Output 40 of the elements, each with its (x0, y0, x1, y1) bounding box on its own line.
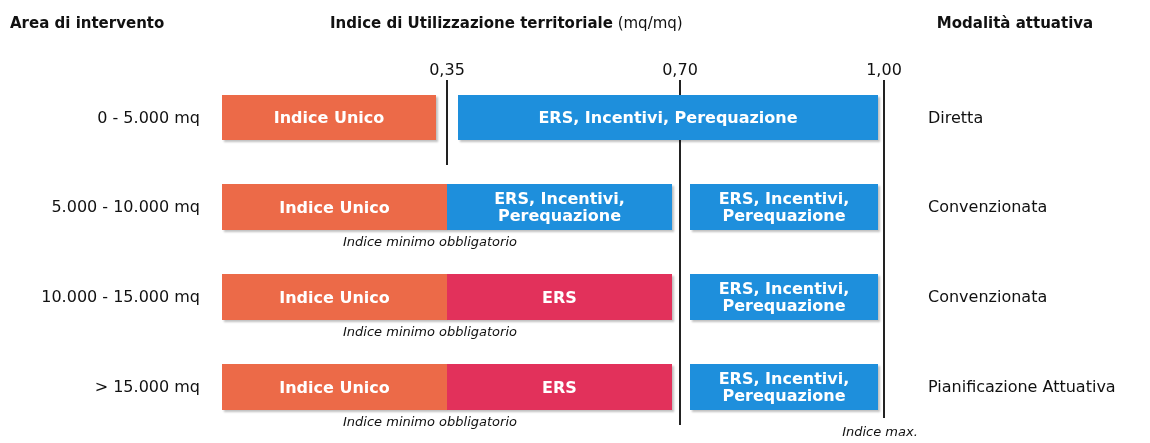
row-label: 0 - 5.000 mq (96, 108, 200, 127)
bonus-segment (690, 364, 878, 410)
segment-label: ERS, Incentivi, Perequazione (717, 280, 851, 314)
segment-label: ERS (542, 378, 577, 396)
column-header: Indice di Utilizzazione territoriale (mq/mq) (330, 14, 684, 32)
note: Indice max. (841, 424, 919, 439)
segment-label: ERS, Incentivi, Perequazione (493, 190, 626, 224)
bonus-segment (690, 184, 878, 230)
segment-label: ERS (542, 288, 577, 306)
note: Indice minimo obbligatorio (342, 414, 518, 429)
index-segment (222, 95, 436, 140)
tick-label: 1,00 (865, 60, 903, 79)
row-label: Convenzionata (928, 197, 1049, 216)
segment-label: Indice Unico (279, 288, 390, 306)
note: Indice minimo obbligatorio (342, 324, 518, 339)
note: Indice minimo obbligatorio (342, 234, 518, 249)
segment-label: ERS, Incentivi, Perequazione (717, 370, 851, 404)
row-label: > 15.000 mq (93, 377, 200, 396)
segment-label: ERS, Incentivi, Perequazione (538, 109, 798, 126)
segment-label: Indice Unico (279, 378, 390, 396)
tick-label: 0,35 (428, 60, 466, 79)
column-header: Modalità attuativa (935, 14, 1095, 32)
row-label: Diretta (928, 108, 985, 127)
index-segment (222, 364, 447, 410)
segment-label: ERS, Incentivi, Perequazione (717, 190, 851, 224)
bonus-segment (447, 184, 672, 230)
bonus-segment (458, 95, 878, 140)
tick-label: 0,70 (661, 60, 699, 79)
index-segment (222, 184, 447, 230)
row-label: Convenzionata (928, 287, 1049, 306)
index-segment (222, 274, 447, 320)
row-label: 10.000 - 15.000 mq (40, 287, 200, 306)
ers-segment (447, 274, 672, 320)
segment-label: Indice Unico (279, 198, 390, 216)
row-label: Pianificazione Attuativa (928, 377, 1117, 396)
column-header: Area di intervento (10, 14, 166, 32)
ers-segment (447, 364, 672, 410)
row-label: 5.000 - 10.000 mq (50, 197, 200, 216)
bonus-segment (690, 274, 878, 320)
segment-label: Indice Unico (273, 109, 385, 126)
